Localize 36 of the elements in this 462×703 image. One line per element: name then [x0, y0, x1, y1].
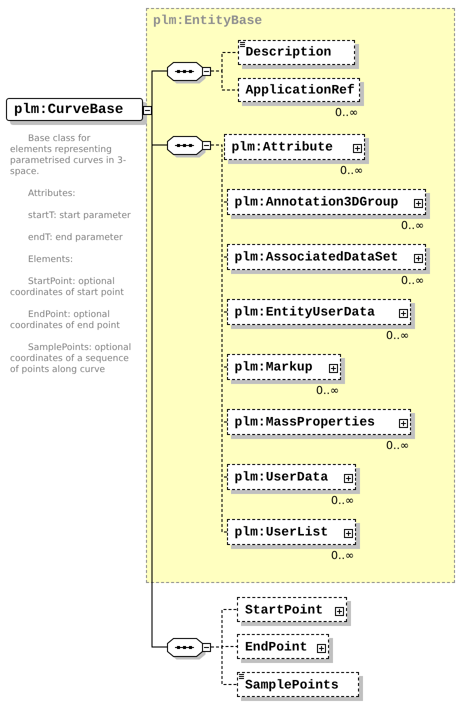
- cardinality-label: 0..∞: [386, 439, 410, 452]
- annotation-text: EndPoint: optional coordinates of end point: [10, 310, 121, 332]
- element-name: EndPoint: [245, 639, 308, 654]
- element-name: StartPoint: [245, 602, 324, 617]
- cardinality-label: 0..∞: [340, 164, 364, 177]
- group-title: plm:EntityBase: [153, 13, 262, 28]
- annotation-text: Attributes:: [27, 189, 76, 200]
- connector-line: [210, 70, 238, 90]
- element-name: plm:UserList: [234, 524, 328, 539]
- cardinality-label: 0..∞: [401, 274, 424, 287]
- cardinality-label: 0..∞: [401, 219, 424, 232]
- connector-line: [152, 70, 168, 110]
- cardinality-label: 0..∞: [316, 384, 340, 397]
- annotation-text: StartPoint: optional coordinates of start point: [10, 277, 125, 299]
- element-name: plm:CurveBase: [14, 102, 124, 118]
- element-name: plm:EntityUserData: [234, 304, 375, 319]
- element-name: plm:AssociatedDataSet: [234, 249, 398, 264]
- element-name: plm:UserData: [234, 469, 328, 484]
- cardinality-label: 0..∞: [335, 106, 358, 119]
- element-name: ApplicationRef: [246, 82, 355, 97]
- cardinality-label: 0..∞: [331, 494, 354, 507]
- annotation-text: Base class for elements representing parametrised curves in 3-space.: [10, 134, 128, 178]
- annotation-text: endT: end parameter: [27, 233, 124, 244]
- annotation-text: Elements:: [27, 255, 74, 266]
- annotation-text: startT: start parameter: [27, 211, 132, 222]
- element-name: plm:Markup: [234, 359, 313, 374]
- element-name: plm:MassProperties: [234, 414, 375, 429]
- cardinality-label: 0..∞: [331, 549, 354, 562]
- element-name: plm:Attribute: [232, 139, 333, 154]
- element-name: Description: [246, 44, 332, 60]
- element-name: SamplePoints: [245, 677, 339, 692]
- annotation-text: SamplePoints: optional coordinates of a sequence of points along curve: [10, 343, 132, 376]
- connector-line: [210, 646, 238, 685]
- cardinality-label: 0..∞: [386, 329, 410, 342]
- element-name: plm:Annotation3DGroup: [234, 194, 398, 209]
- group-band: [146, 8, 455, 583]
